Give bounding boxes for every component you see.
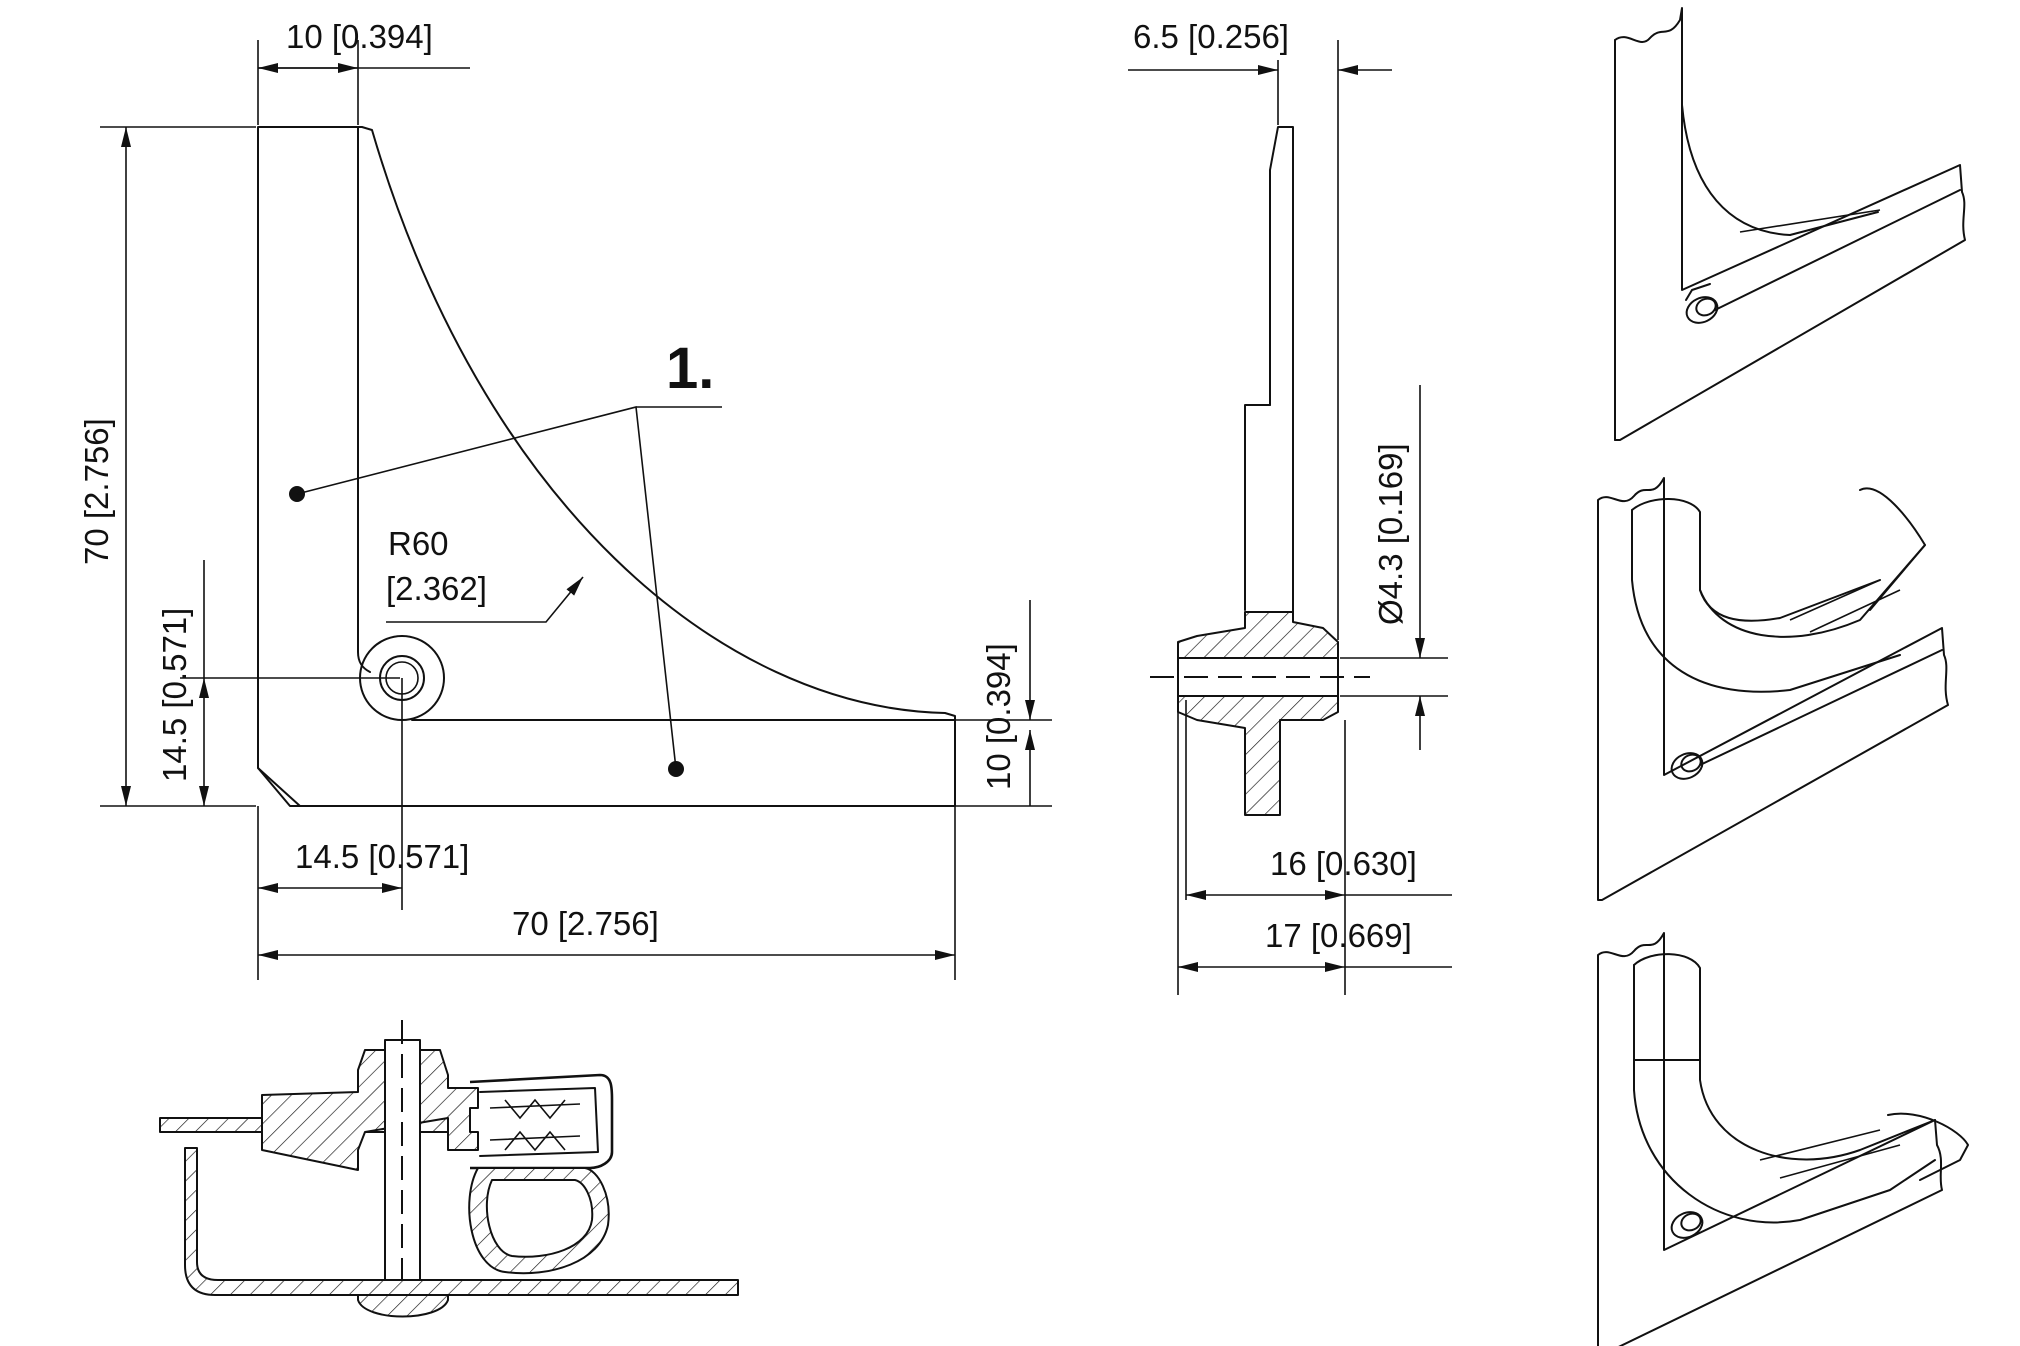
bracket-inner-edge bbox=[357, 126, 956, 721]
bracket-outline bbox=[257, 126, 956, 807]
iso-view-2 bbox=[1597, 477, 1949, 901]
dim-hole-height: 14.5 [0.571] bbox=[156, 560, 400, 806]
dim-width: 70 [2.756] bbox=[258, 806, 956, 980]
side-section-hatch bbox=[1177, 611, 1339, 816]
svg-text:[2.362]: [2.362] bbox=[386, 570, 487, 607]
svg-text:6.5 [0.256]: 6.5 [0.256] bbox=[1133, 18, 1289, 55]
front-view: 1. 10 [0.394] 70 [2.756] 14.5 [0.571] 14… bbox=[78, 18, 1052, 980]
section-view bbox=[159, 1020, 739, 1318]
section-edge-trim bbox=[469, 1073, 614, 1170]
svg-text:14.5 [0.571]: 14.5 [0.571] bbox=[156, 608, 193, 782]
side-view: 6.5 [0.256] Ø4.3 [0.169] 16 [0.630] 17 [… bbox=[1128, 18, 1452, 995]
dim-side-hole-dia: Ø4.3 [0.169] bbox=[1340, 385, 1448, 750]
svg-text:14.5 [0.571]: 14.5 [0.571] bbox=[295, 838, 469, 875]
iso-view-3 bbox=[1597, 932, 1969, 1346]
svg-text:10 [0.394]: 10 [0.394] bbox=[286, 18, 433, 55]
svg-text:17 [0.669]: 17 [0.669] bbox=[1265, 917, 1412, 954]
callout-label: 1. bbox=[666, 336, 714, 401]
dim-flange-height: 10 [0.394] 10 [0.394] bbox=[955, 600, 1052, 807]
callout-leader bbox=[296, 405, 722, 770]
dim-side-lengths: 16 [0.630] 17 [0.669] bbox=[1177, 700, 1452, 995]
svg-text:70 [2.756]: 70 [2.756] bbox=[512, 905, 659, 942]
svg-text:R60: R60 bbox=[388, 525, 449, 562]
section-lower-panel bbox=[184, 1147, 739, 1296]
dim-side-thickness: 6.5 [0.256] bbox=[1128, 18, 1392, 640]
radius-annotation: R60 [2.362] bbox=[386, 525, 584, 623]
dim-height: 70 [2.756] bbox=[78, 126, 256, 807]
dim-hole-offset: 14.5 [0.571] bbox=[257, 678, 469, 980]
iso-view-1 bbox=[1614, 7, 1966, 441]
svg-text:Ø4.3 [0.169]: Ø4.3 [0.169] bbox=[1372, 443, 1409, 625]
dim-top-width: 10 [0.394] bbox=[257, 18, 470, 125]
svg-text:16 [0.630]: 16 [0.630] bbox=[1270, 845, 1417, 882]
svg-text:70 [2.756]: 70 [2.756] bbox=[78, 418, 115, 565]
section-bracket bbox=[261, 1049, 479, 1171]
svg-text:10 [0.394]: 10 [0.394] bbox=[980, 643, 1017, 790]
